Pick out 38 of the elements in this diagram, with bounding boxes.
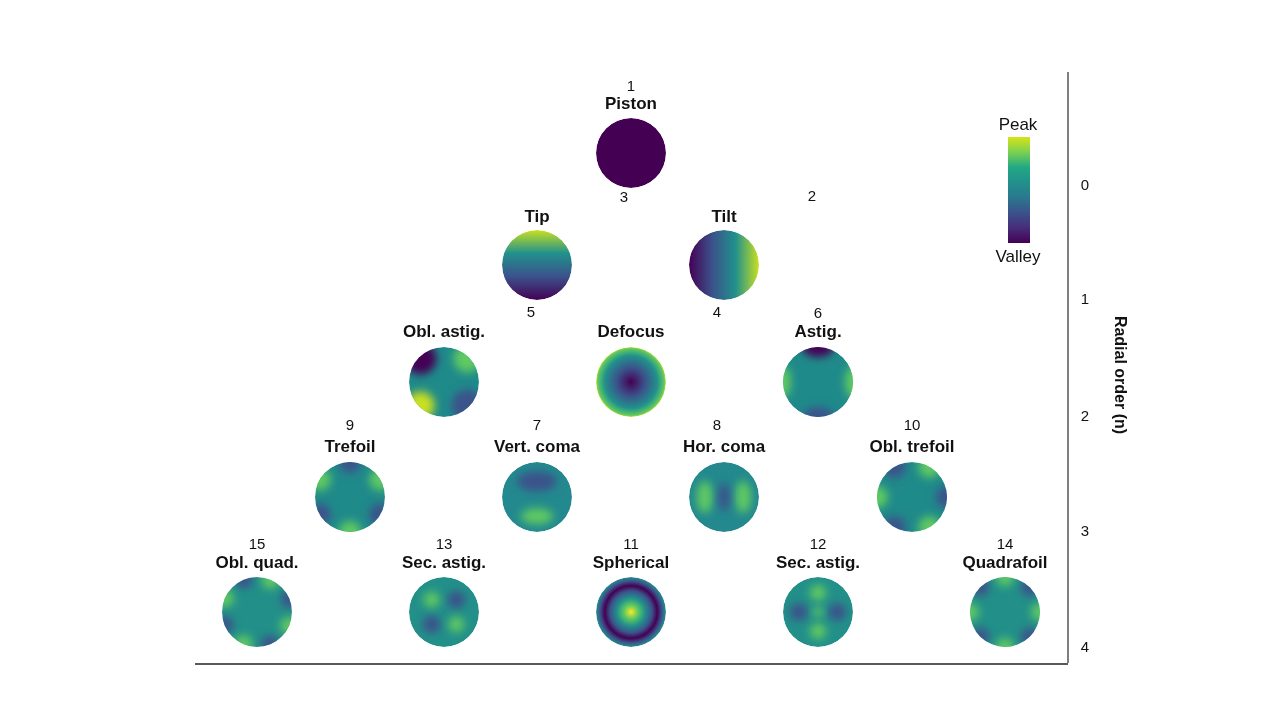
term-name: Sec. astig. [401, 552, 487, 574]
term-name: Obl. trefoil [869, 436, 955, 458]
term-name: Tilt [711, 206, 737, 228]
mode-index-number: 8 [712, 416, 722, 434]
term-name: Tip [524, 206, 550, 228]
term-name: Spherical [592, 552, 670, 574]
term-name: Defocus [597, 321, 665, 343]
mode-index-number: 1 [626, 77, 636, 95]
mode-index-number: 10 [903, 416, 921, 434]
mode-index-number: 2 [807, 187, 817, 205]
term-name: Vert. coma [494, 436, 580, 458]
mode-index-number: 4 [712, 303, 722, 321]
term-name: Sec. astig. [775, 552, 861, 574]
mode-index-number: 13 [435, 535, 453, 553]
tick-label: 2 [1080, 407, 1090, 425]
term-name: Astig. [794, 321, 842, 343]
mode-index-number: 6 [813, 304, 823, 322]
term-name: Piston [605, 93, 657, 115]
tick-label: 4 [1080, 638, 1090, 656]
tick-label: 3 [1080, 522, 1090, 540]
term-name: Quadrafoil [962, 552, 1048, 574]
term-name: Hor. coma [682, 436, 766, 458]
mode-index-number: 7 [532, 416, 542, 434]
tick-label: 0 [1080, 176, 1090, 194]
mode-index-number: 15 [248, 535, 266, 553]
mode-index-number: 11 [623, 535, 639, 553]
mode-index-number: 5 [526, 303, 536, 321]
colour-scale-bar [1008, 137, 1030, 243]
scale-label: Peak [998, 116, 1038, 134]
term-name: Obl. quad. [215, 552, 299, 574]
term-name: Obl. astig. [402, 321, 486, 343]
mode-index-number: 9 [345, 416, 355, 434]
tick-label: 1 [1080, 290, 1090, 308]
mode-index-number: 12 [809, 535, 827, 553]
mode-index-number: 3 [619, 188, 629, 206]
term-name: Trefoil [324, 436, 376, 458]
axis-title: Radial order (n) [1111, 315, 1129, 435]
mode-index-number: 14 [996, 535, 1014, 553]
